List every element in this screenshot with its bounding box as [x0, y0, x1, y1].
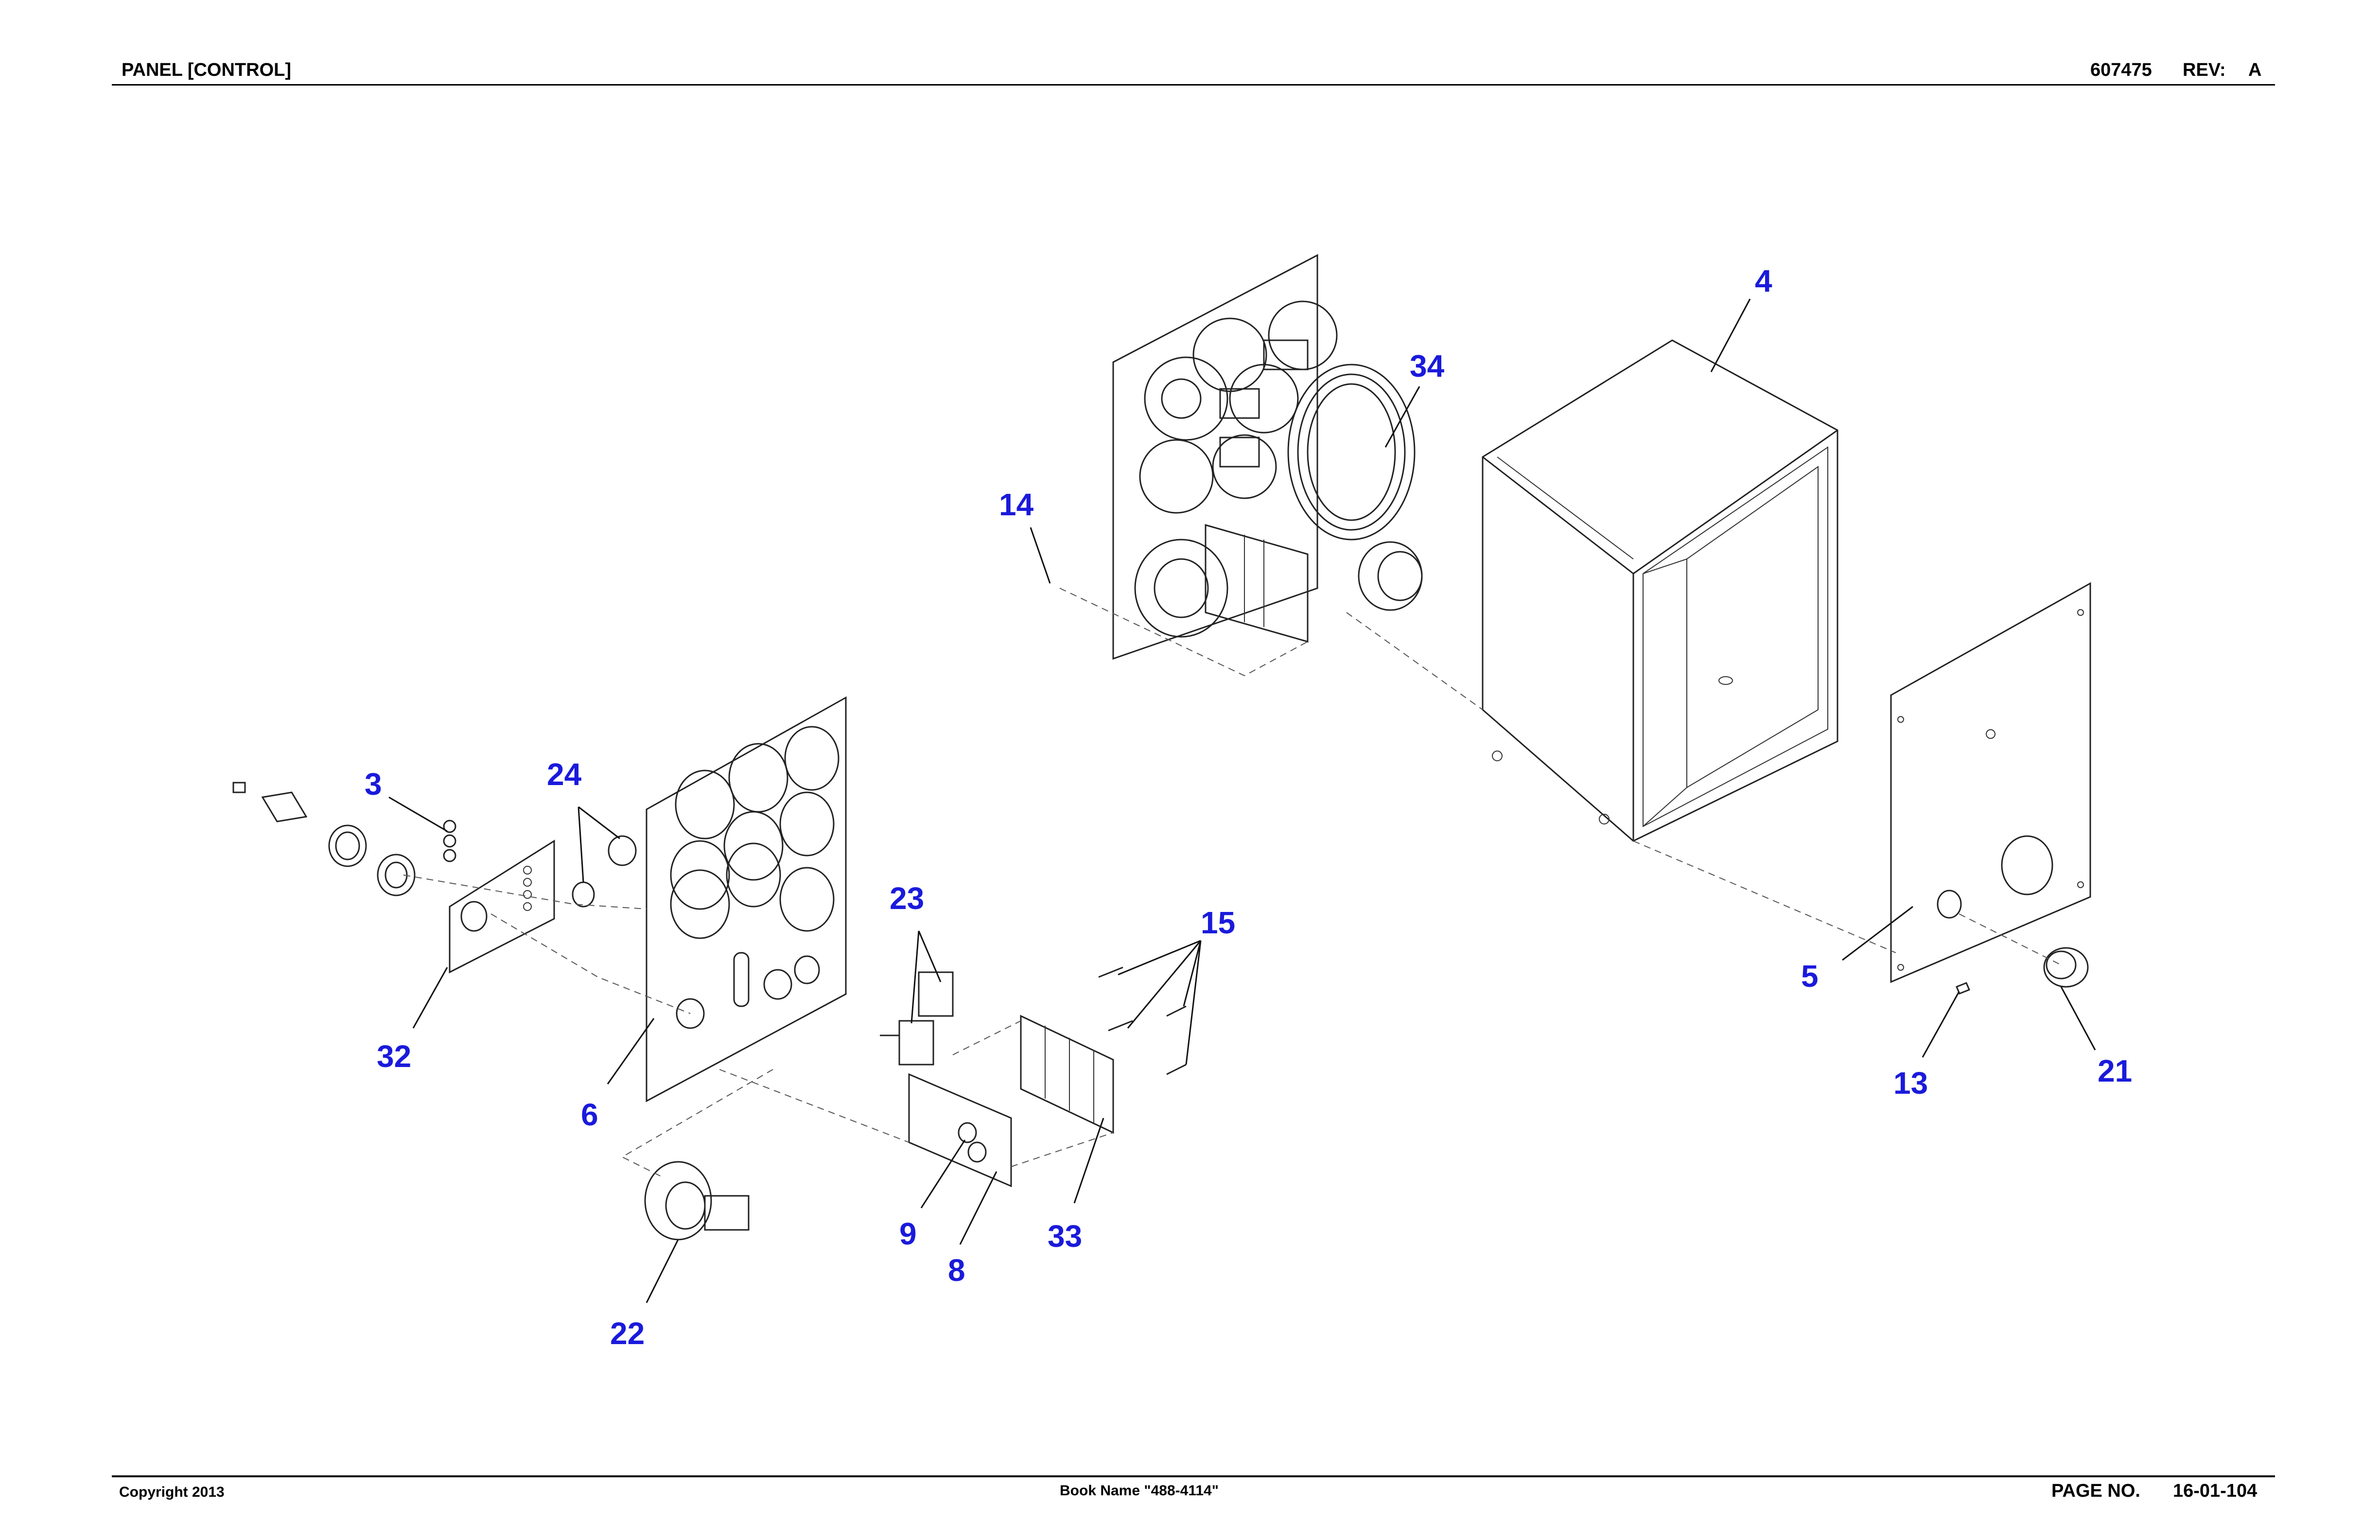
callout-9: 9 [899, 1216, 917, 1251]
callout-3: 3 [365, 767, 382, 802]
rear-gauge-panel [1112, 254, 1338, 660]
page-label: PAGE NO. [2051, 1481, 2140, 1501]
small-screw-13 [1956, 982, 1970, 995]
circuit-board-8 [908, 1073, 1012, 1188]
callout-labels: 4 34 14 3 24 23 15 5 13 21 32 6 9 8 33 2… [365, 263, 2132, 1351]
callout-32: 32 [377, 1039, 411, 1074]
front-gauge-panel [646, 696, 847, 1102]
toggle-switches [880, 971, 954, 1066]
callout-24: 24 [547, 757, 582, 792]
callout-34: 34 [1410, 349, 1445, 384]
plug-cap [2043, 947, 2089, 988]
callout-15: 15 [1201, 905, 1235, 940]
callout-23: 23 [890, 881, 924, 916]
circuit-board-33 [1020, 1015, 1114, 1134]
page-title: PANEL [CONTROL] [122, 60, 292, 80]
wiring-harness [1287, 364, 1423, 611]
callout-6: 6 [581, 1097, 598, 1132]
callout-33: 33 [1048, 1219, 1082, 1254]
header-rule [112, 84, 2275, 86]
copyright-text: Copyright 2013 [119, 1484, 225, 1500]
part-number: 607475 [2090, 60, 2152, 80]
callout-13: 13 [1893, 1066, 1928, 1101]
rev-label: REV: [2183, 60, 2226, 80]
enclosure-box [1482, 339, 1838, 842]
side-cover-plate [1890, 582, 2091, 983]
standoff-screws-15 [1098, 966, 1187, 1075]
leader-lines [388, 298, 2096, 1303]
label-plate [449, 840, 555, 974]
assembly-paths [403, 588, 2062, 1177]
rotary-switch [644, 1161, 750, 1241]
knob-assembly [232, 782, 456, 896]
callout-21: 21 [2098, 1053, 2132, 1088]
callout-5: 5 [1801, 959, 1819, 994]
rev-value: A [2248, 60, 2262, 80]
callout-4: 4 [1755, 263, 1772, 298]
book-name-text: Book Name "488-4114" [1060, 1483, 1219, 1499]
footer-rule [112, 1475, 2275, 1477]
callout-8: 8 [948, 1253, 965, 1288]
page-number: 16-01-104 [2173, 1481, 2258, 1501]
callout-14: 14 [999, 487, 1034, 522]
callout-22: 22 [610, 1316, 645, 1351]
